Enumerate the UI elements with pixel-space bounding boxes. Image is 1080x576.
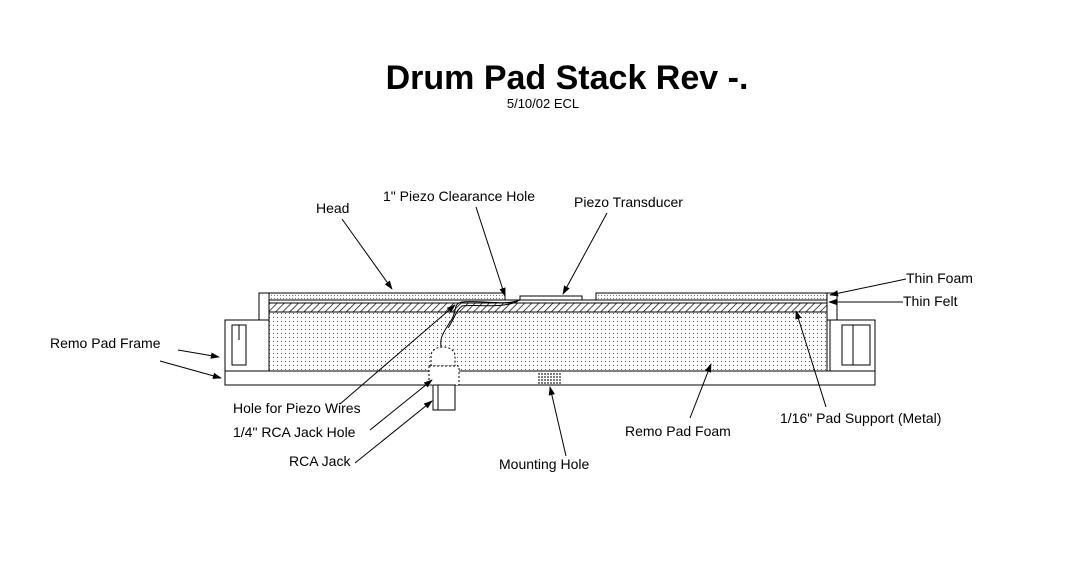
leader-mounting-hole — [548, 386, 567, 457]
label-remo-pad-foam: Remo Pad Foam — [625, 423, 731, 439]
rca-jack-hole — [428, 365, 460, 386]
label-mounting-hole: Mounting Hole — [499, 456, 589, 472]
leader-rca-jack — [354, 400, 433, 464]
leader-head — [341, 218, 393, 290]
frame-right-lip — [826, 292, 838, 321]
label-rca-jack: RCA Jack — [289, 453, 351, 469]
leader-remo-pad-foam — [689, 363, 712, 419]
mounting-hole — [538, 373, 562, 384]
remo-pad-foam-layer — [268, 311, 828, 372]
leader-thin-foam — [829, 278, 907, 297]
label-thin-felt: Thin Felt — [903, 293, 958, 309]
label-pad-support: 1/16" Pad Support (Metal) — [780, 410, 941, 426]
leader-remo-pad-frame-lower — [159, 360, 222, 379]
rca-jack-body — [432, 384, 456, 411]
leader-rca-jack-hole — [369, 379, 433, 431]
label-piezo-transducer: Piezo Transducer — [574, 194, 683, 210]
leader-remo-pad-frame-upper — [177, 349, 220, 359]
leader-piezo-clearance-hole — [475, 206, 506, 297]
frame-right-wall-slot — [841, 324, 871, 366]
frame-left-lip — [258, 292, 270, 321]
leader-pad-support — [795, 310, 827, 408]
label-piezo-clearance-hole: 1" Piezo Clearance Hole — [383, 188, 535, 204]
leader-piezo-transducer — [562, 212, 608, 295]
pad-support-metal-layer — [268, 302, 828, 313]
diagram-subtitle: 5/10/02 ECL — [507, 96, 579, 111]
label-rca-jack-hole: 1/4" RCA Jack Hole — [233, 424, 356, 440]
diagram-title: Drum Pad Stack Rev -. — [386, 59, 749, 97]
label-remo-pad-frame: Remo Pad Frame — [50, 335, 161, 351]
label-hole-for-piezo-wires: Hole for Piezo Wires — [233, 400, 361, 416]
leader-hole-for-piezo-wires — [339, 304, 456, 405]
thin-foam-layer-right — [595, 292, 828, 301]
label-head: Head — [316, 200, 349, 216]
piezo-transducer-disc — [519, 295, 583, 301]
piezo-wire-hole — [430, 346, 456, 367]
thin-foam-layer-left — [268, 292, 506, 301]
label-thin-foam: Thin Foam — [906, 270, 973, 286]
